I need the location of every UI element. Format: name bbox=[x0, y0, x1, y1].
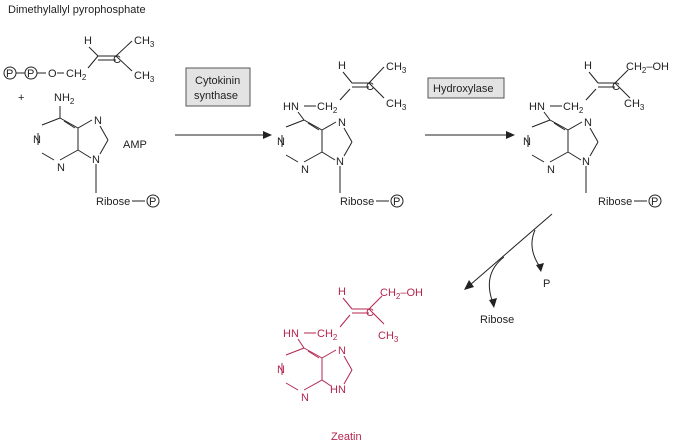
ipmp-ch3-top: CH3 bbox=[386, 61, 407, 75]
zeatin-ch2oh-label: CH2–OH bbox=[380, 287, 423, 301]
zeatin-n7: N bbox=[338, 345, 346, 357]
zr-n1: N bbox=[523, 136, 531, 148]
ipmp-c-label: C bbox=[366, 81, 374, 93]
zeatin-n3: N bbox=[301, 392, 309, 404]
ch2-label: CH2 bbox=[66, 68, 87, 82]
nh2-label: NH2 bbox=[54, 92, 75, 106]
dmapp-molecule: P P O CH2 H CH3 CH3 C bbox=[3, 35, 155, 84]
amp-molecule: NH2 N N N N Ribose P bbox=[33, 92, 160, 208]
zeatin-ch2-label: CH2 bbox=[317, 328, 338, 342]
ch3-bottom-label: CH3 bbox=[134, 70, 155, 84]
ipmp-ch2-label: CH2 bbox=[317, 101, 338, 115]
amp-n7: N bbox=[94, 115, 102, 127]
ipmp-n7: N bbox=[338, 117, 346, 129]
c-label: C bbox=[113, 54, 121, 66]
phosphate-label-2: P bbox=[27, 68, 34, 80]
oxygen-label: O bbox=[48, 68, 57, 80]
zr-ch2oh-label: CH2–OH bbox=[626, 61, 669, 75]
zeatin-ch3-label: CH3 bbox=[378, 330, 399, 344]
byproduct-phosphate: P bbox=[543, 278, 550, 290]
zeatin-n1: N bbox=[277, 364, 285, 376]
ipmp-ch3-bottom: CH3 bbox=[386, 98, 407, 112]
ipmp-n1: N bbox=[277, 136, 285, 148]
amp-ribose-label: Ribose bbox=[96, 196, 130, 208]
amp-n9: N bbox=[92, 154, 100, 166]
amp-n1: N bbox=[33, 134, 41, 146]
zr-ch3-label: CH3 bbox=[624, 98, 645, 112]
ipmp-n3: N bbox=[301, 164, 309, 176]
ch3-top-label: CH3 bbox=[134, 35, 155, 49]
ipmp-n9: N bbox=[336, 156, 344, 168]
ipmp-hn-label: HN bbox=[283, 101, 299, 113]
enzyme-1-line1: Cytokinin bbox=[195, 75, 240, 87]
zr-c-label: C bbox=[612, 81, 620, 93]
arrow-1-head bbox=[263, 131, 272, 139]
plus-sign: + bbox=[18, 92, 24, 104]
ipmp-ribose-label: Ribose bbox=[340, 196, 374, 208]
amp-phosphate-label: P bbox=[149, 196, 156, 208]
zeatin-label: Zeatin bbox=[331, 431, 362, 443]
zeatin-ribotide-molecule: H CH2–OH CH3 C CH2 HN N N N N Ribose P bbox=[523, 60, 669, 208]
zr-n9: N bbox=[582, 156, 590, 168]
zr-n3: N bbox=[547, 164, 555, 176]
phosphate-label-1: P bbox=[6, 68, 13, 80]
zeatin-hn-label: HN bbox=[283, 328, 299, 340]
zr-phosphate-circle bbox=[648, 194, 662, 208]
ipmp-h-label: H bbox=[338, 60, 346, 72]
dmapp-title: Dimethylallyl pyrophosphate bbox=[8, 4, 146, 16]
amp-phosphate-circle bbox=[146, 194, 160, 208]
byproduct-ribose: Ribose bbox=[480, 314, 514, 326]
ipmp-molecule: H CH3 CH3 C CH2 HN N N N N Ribose P bbox=[277, 60, 407, 208]
zr-phosphate-label: P bbox=[651, 196, 658, 208]
enzyme-box-hydroxylase bbox=[427, 77, 505, 99]
zr-hn-label: HN bbox=[529, 101, 545, 113]
enzyme-box-cytokinin-synthase bbox=[185, 67, 251, 107]
cleavage-arrow bbox=[464, 213, 553, 308]
zr-n7: N bbox=[584, 117, 592, 129]
zeatin-molecule: H CH2–OH CH3 C CH2 HN N N N HN bbox=[277, 286, 423, 404]
amp-label: AMP bbox=[123, 139, 147, 151]
enzyme-2-label: Hydroxylase bbox=[433, 83, 494, 95]
h-label: H bbox=[84, 35, 92, 47]
ipmp-phosphate-label: P bbox=[393, 196, 400, 208]
zr-h-label: H bbox=[584, 60, 592, 72]
enzyme-1-line2: synthase bbox=[194, 90, 238, 102]
zeatin-nh9: HN bbox=[330, 384, 346, 396]
zeatin-h-label: H bbox=[338, 286, 346, 298]
zr-ch2-label: CH2 bbox=[563, 101, 584, 115]
arrow-2-head bbox=[506, 131, 515, 139]
zeatin-c-label: C bbox=[366, 307, 374, 319]
amp-n3: N bbox=[57, 162, 65, 174]
ipmp-phosphate-circle bbox=[390, 194, 404, 208]
zr-ribose-label: Ribose bbox=[598, 196, 632, 208]
